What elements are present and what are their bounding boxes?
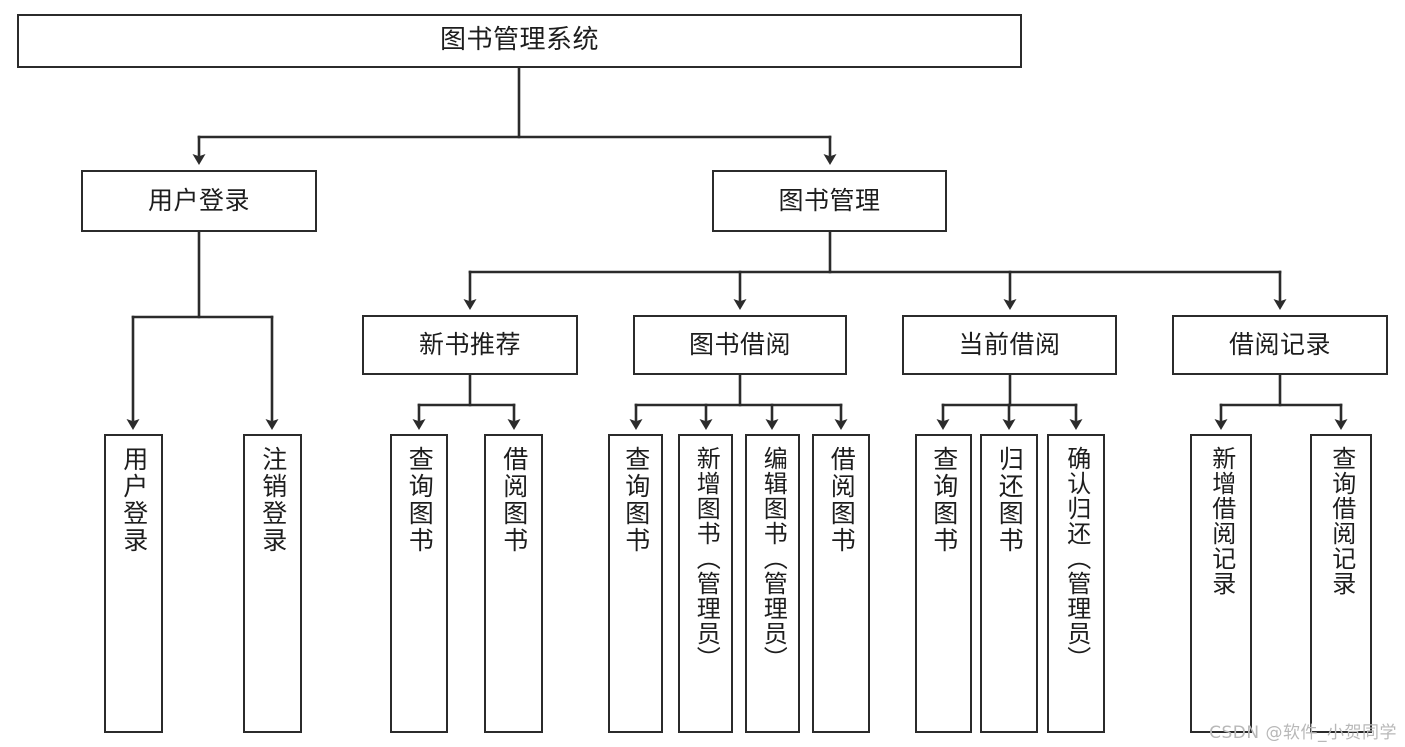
node-label: 查询借阅记录 [1327, 446, 1356, 596]
watermark-text: CSDN @软件_小贺同学 [1209, 723, 1397, 743]
node-leaf-borrow-book-2[interactable]: 借阅图书 [812, 434, 870, 733]
node-borrow-record[interactable]: 借阅记录 [1172, 315, 1388, 375]
node-current-borrow[interactable]: 当前借阅 [902, 315, 1117, 375]
node-label: 借阅图书 [827, 446, 857, 554]
node-label: 编辑图书（管理员） [759, 446, 788, 671]
node-leaf-add-record[interactable]: 新增借阅记录 [1190, 434, 1252, 733]
node-label: 借阅记录 [1228, 330, 1331, 359]
node-label: 图书管理系统 [439, 25, 599, 56]
node-leaf-query-book-3[interactable]: 查询图书 [915, 434, 972, 733]
node-leaf-borrow-book-1[interactable]: 借阅图书 [484, 434, 543, 733]
node-label: 当前借阅 [958, 330, 1061, 359]
node-label: 图书管理 [778, 186, 881, 215]
node-leaf-query-book-1[interactable]: 查询图书 [390, 434, 448, 733]
node-leaf-user-login[interactable]: 用户登录 [104, 434, 163, 733]
node-label: 查询图书 [405, 446, 435, 554]
node-label: 新书推荐 [418, 330, 521, 359]
node-label: 用户登录 [119, 446, 149, 554]
node-label: 图书借阅 [688, 330, 791, 359]
node-leaf-query-book-2[interactable]: 查询图书 [608, 434, 663, 733]
node-label: 注销登录 [258, 446, 288, 554]
node-leaf-confirm-return[interactable]: 确认归还（管理员） [1047, 434, 1105, 733]
node-label: 查询图书 [621, 446, 651, 554]
node-root-system[interactable]: 图书管理系统 [17, 14, 1022, 68]
node-label: 确认归还（管理员） [1062, 446, 1091, 671]
node-leaf-return-book[interactable]: 归还图书 [980, 434, 1038, 733]
node-leaf-edit-book[interactable]: 编辑图书（管理员） [745, 434, 800, 733]
node-label: 借阅图书 [499, 446, 529, 554]
node-book-borrow[interactable]: 图书借阅 [633, 315, 847, 375]
node-label: 新增图书（管理员） [692, 446, 721, 671]
node-leaf-add-book[interactable]: 新增图书（管理员） [678, 434, 733, 733]
node-leaf-logout-login[interactable]: 注销登录 [243, 434, 302, 733]
node-user-login[interactable]: 用户登录 [81, 170, 317, 232]
node-new-book-recommend[interactable]: 新书推荐 [362, 315, 578, 375]
node-label: 用户登录 [147, 186, 250, 215]
node-label: 查询图书 [929, 446, 959, 554]
node-book-manage[interactable]: 图书管理 [712, 170, 947, 232]
node-label: 新增借阅记录 [1207, 446, 1236, 596]
node-label: 归还图书 [995, 446, 1025, 554]
node-leaf-query-record[interactable]: 查询借阅记录 [1310, 434, 1372, 733]
